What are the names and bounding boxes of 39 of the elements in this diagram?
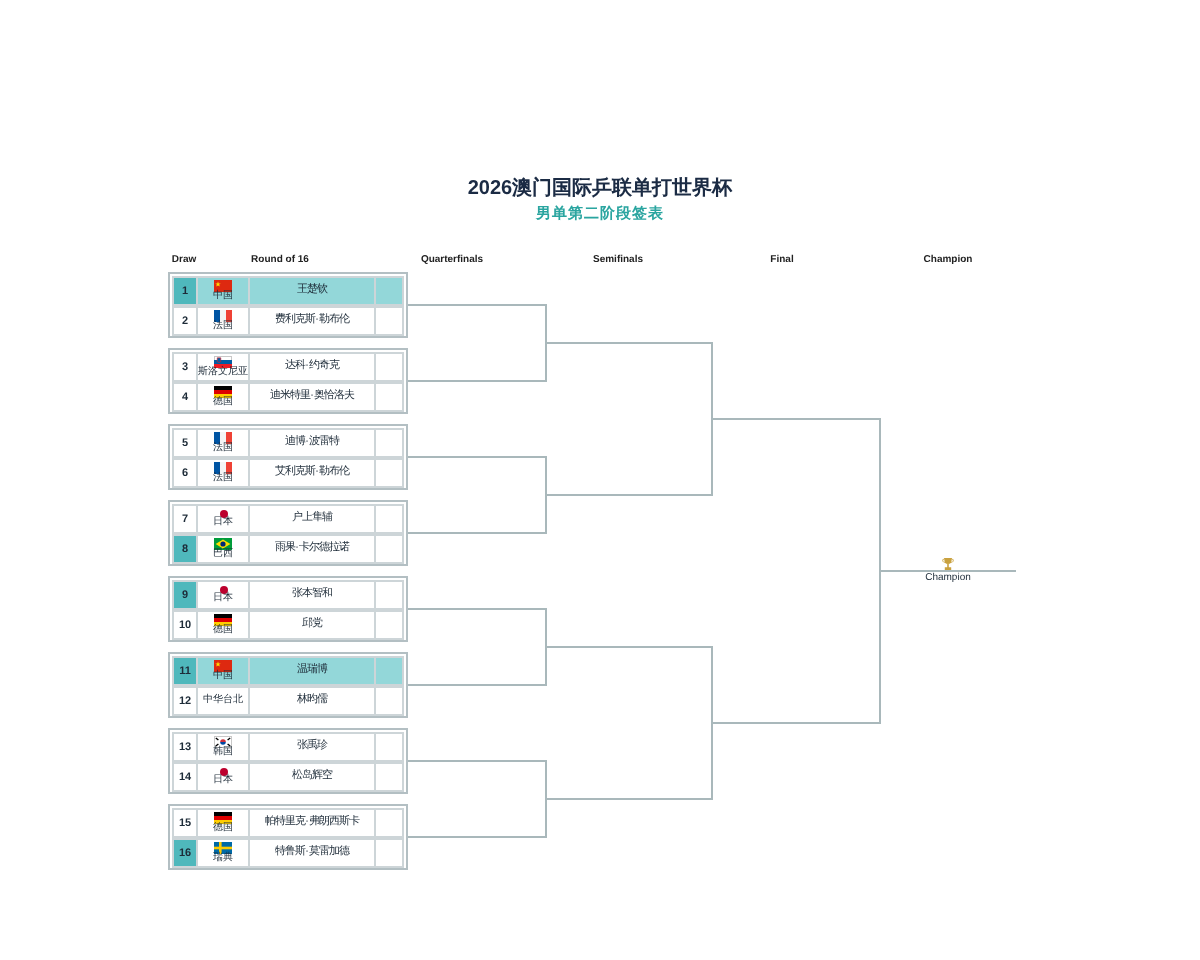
title: 2026澳门国际乒联单打世界杯: [467, 180, 733, 200]
match-box: [168, 576, 408, 642]
player-row: [172, 458, 404, 488]
player-row: [172, 686, 404, 716]
player-row: [172, 656, 404, 686]
match-box: [168, 804, 408, 870]
bracket-line: [711, 570, 881, 724]
bracket-line: [407, 494, 547, 534]
player-row: [172, 428, 404, 458]
match-box: [168, 728, 408, 794]
bracket-line: [407, 456, 547, 496]
player-row: [172, 276, 404, 306]
player-row: [172, 382, 404, 412]
match-box: [168, 348, 408, 414]
bracket-line: [407, 798, 547, 838]
bracket-line: [545, 646, 713, 724]
player-row: [172, 352, 404, 382]
player-row: [172, 732, 404, 762]
match-box: [168, 500, 408, 566]
bracket-line: [407, 304, 547, 344]
bracket-line: [545, 722, 713, 800]
player-row: [172, 534, 404, 564]
match-box: [168, 652, 408, 718]
player-row: [172, 762, 404, 792]
bracket-line: [711, 418, 881, 572]
match-box: [168, 424, 408, 490]
player-row: [172, 306, 404, 336]
player-row: [172, 808, 404, 838]
bracket-line: [545, 418, 713, 496]
player-row: [172, 610, 404, 640]
player-row: [172, 838, 404, 868]
bracket-line: [545, 342, 713, 420]
bracket-line: [407, 342, 547, 382]
bracket-line: [407, 646, 547, 686]
bracket-line: [407, 608, 547, 648]
player-row: [172, 504, 404, 534]
match-box: [168, 272, 408, 338]
bracket-line: [407, 760, 547, 800]
player-row: [172, 580, 404, 610]
